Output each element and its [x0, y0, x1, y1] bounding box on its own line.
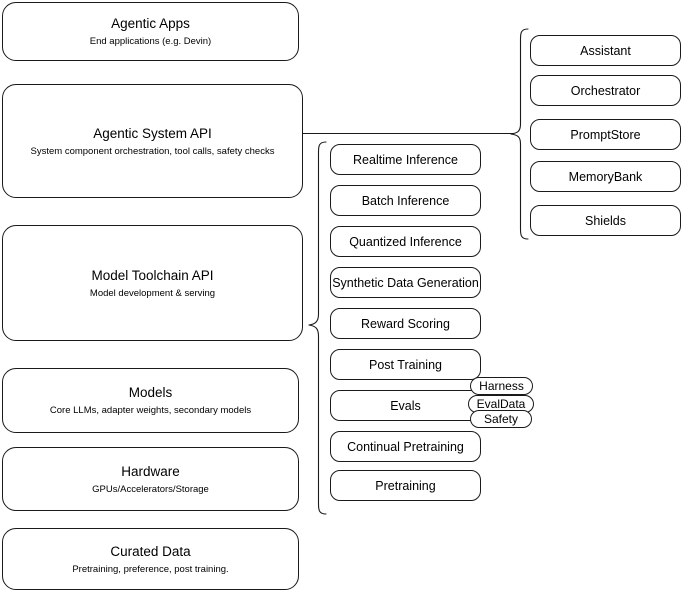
- layer-models[interactable]: Models Core LLMs, adapter weights, secon…: [2, 368, 299, 433]
- layer-agentic-apps[interactable]: Agentic Apps End applications (e.g. Devi…: [2, 2, 299, 61]
- capability-label: Synthetic Data Generation: [332, 275, 479, 290]
- component-label: MemoryBank: [568, 169, 643, 184]
- layer-title: Models: [128, 385, 173, 400]
- layer-title: Agentic System API: [93, 125, 212, 141]
- pill-evaldata[interactable]: EvalData: [468, 395, 534, 413]
- layer-subtitle: GPUs/Accelerators/Storage: [92, 483, 209, 495]
- pill-label: Safety: [483, 412, 519, 426]
- layer-hardware[interactable]: Hardware GPUs/Accelerators/Storage: [2, 447, 299, 511]
- brace-toolchain: [308, 141, 327, 515]
- layer-title: Model Toolchain API: [91, 267, 214, 283]
- capability-pretraining[interactable]: Pretraining: [330, 470, 481, 501]
- pill-safety[interactable]: Safety: [470, 410, 532, 428]
- capability-continual-pretraining[interactable]: Continual Pretraining: [330, 431, 481, 462]
- layer-title: Hardware: [121, 463, 180, 479]
- component-assistant[interactable]: Assistant: [530, 35, 681, 66]
- capability-label: Batch Inference: [361, 193, 450, 208]
- component-orchestrator[interactable]: Orchestrator: [530, 75, 681, 106]
- layer-title: Agentic Apps: [111, 16, 190, 31]
- pill-harness[interactable]: Harness: [470, 377, 533, 395]
- capability-quantized-inference[interactable]: Quantized Inference: [330, 226, 481, 257]
- capability-label: Quantized Inference: [349, 234, 462, 249]
- capability-realtime-inference[interactable]: Realtime Inference: [330, 144, 481, 175]
- component-promptstore[interactable]: PromptStore: [530, 119, 681, 150]
- component-label: Assistant: [580, 43, 631, 58]
- capability-synthetic-data-generation[interactable]: Synthetic Data Generation: [330, 267, 481, 298]
- layer-subtitle: Core LLMs, adapter weights, secondary mo…: [49, 405, 252, 416]
- capability-batch-inference[interactable]: Batch Inference: [330, 185, 481, 216]
- layer-curated-data[interactable]: Curated Data Pretraining, preference, po…: [2, 528, 299, 590]
- capability-label: Realtime Inference: [353, 152, 458, 167]
- layer-subtitle: End applications (e.g. Devin): [89, 36, 212, 47]
- layer-subtitle: System component orchestration, tool cal…: [30, 145, 275, 157]
- capability-evals[interactable]: Evals: [330, 390, 481, 421]
- layer-subtitle: Model development & serving: [89, 287, 216, 299]
- capability-label: Post Training: [369, 357, 442, 372]
- pill-label: Harness: [479, 379, 524, 393]
- pill-label: EvalData: [476, 397, 526, 411]
- capability-label: Continual Pretraining: [347, 439, 464, 454]
- layer-title: Curated Data: [110, 543, 191, 559]
- capability-reward-scoring[interactable]: Reward Scoring: [330, 308, 481, 339]
- capability-label: Pretraining: [375, 478, 436, 493]
- component-label: Orchestrator: [570, 83, 641, 98]
- layer-model-toolchain-api[interactable]: Model Toolchain API Model development & …: [2, 225, 303, 341]
- layer-agentic-system-api[interactable]: Agentic System API System component orch…: [2, 84, 303, 198]
- component-label: PromptStore: [570, 127, 641, 142]
- capability-post-training[interactable]: Post Training: [330, 349, 481, 380]
- capability-label: Evals: [390, 398, 421, 413]
- capability-label: Reward Scoring: [361, 316, 450, 331]
- component-memorybank[interactable]: MemoryBank: [530, 161, 681, 192]
- component-shields[interactable]: Shields: [530, 205, 681, 236]
- component-label: Shields: [585, 213, 626, 228]
- brace-system-components: [510, 28, 529, 240]
- layer-subtitle: Pretraining, preference, post training.: [72, 563, 229, 575]
